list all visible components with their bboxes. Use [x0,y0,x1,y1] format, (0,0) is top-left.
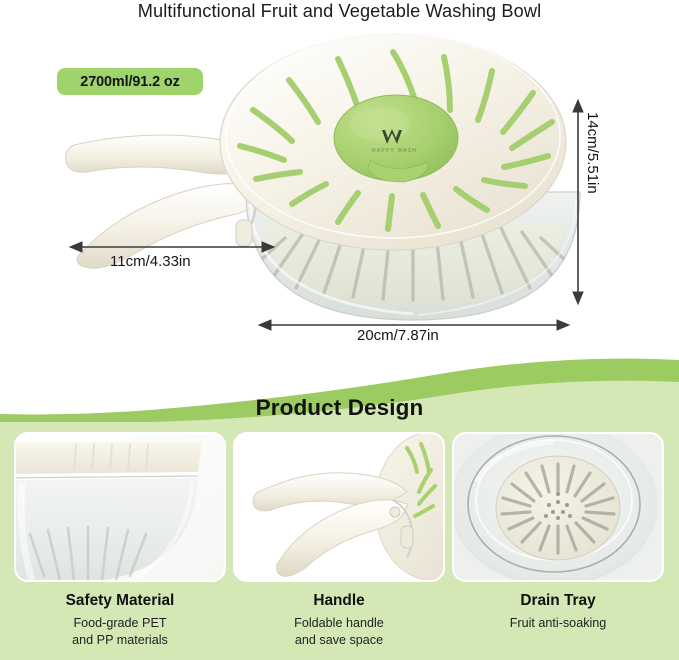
drain-tray-inside [248,220,578,306]
product-bowl [245,191,581,321]
bowl-latch-clip [227,149,258,247]
capacity-badge: 2700ml/91.2 oz [57,68,203,95]
feature-photo-safety-material [14,432,226,582]
capacity-badge-label: 2700ml/91.2 oz [80,73,180,90]
feature-desc-safety-material: Food-grade PET and PP materials [72,615,168,647]
section-title: Product Design [255,395,424,420]
product-design-section: Product Design [0,352,679,660]
hinge-pin-icon [389,499,414,559]
dim-arrow-handle-width [68,241,276,253]
feature-title-drain-tray: Drain Tray [520,592,596,609]
product-handle-arms [65,134,263,269]
feature-card-safety-material: Safety Material Food-grade PET and PP ma… [14,432,226,649]
drain-holes-icon [544,492,572,520]
feature-photo-handle [233,432,445,582]
product-illustration: HAPPY WASH [65,33,584,331]
dimension-label-bowl-diameter: 20cm/7.87in [357,327,439,344]
dimension-arrows [68,98,584,331]
page-title: Multifunctional Fruit and Vegetable Wash… [137,1,542,21]
hero-section: Multifunctional Fruit and Vegetable Wash… [57,1,601,344]
feature-desc-handle: Foldable handle and save space [294,615,384,647]
feature-card-drain-tray: Drain Tray Fruit anti-soaking [452,432,664,632]
lid-knob: HAPPY WASH [333,94,459,183]
dimension-label-bowl-height: 14cm/5.51in [584,112,601,194]
dim-arrow-bowl-height [572,98,584,306]
feature-card-handle: Handle Foldable handle and save space [233,432,445,649]
feature-card-row: Safety Material Food-grade PET and PP ma… [0,432,679,660]
product-lid: HAPPY WASH [219,33,567,251]
wave-divider-icon [0,352,679,422]
dimension-label-handle-width: 11cm/4.33in [110,253,191,270]
feature-photo-drain-tray [452,432,664,582]
feature-title-safety-material: Safety Material [65,592,175,609]
feature-title-handle: Handle [313,592,365,609]
brand-mark-icon [382,129,402,144]
feature-desc-drain-tray: Fruit anti-soaking [509,615,607,630]
svg-text:HAPPY WASH: HAPPY WASH [372,148,417,154]
lid-vents [237,49,555,232]
